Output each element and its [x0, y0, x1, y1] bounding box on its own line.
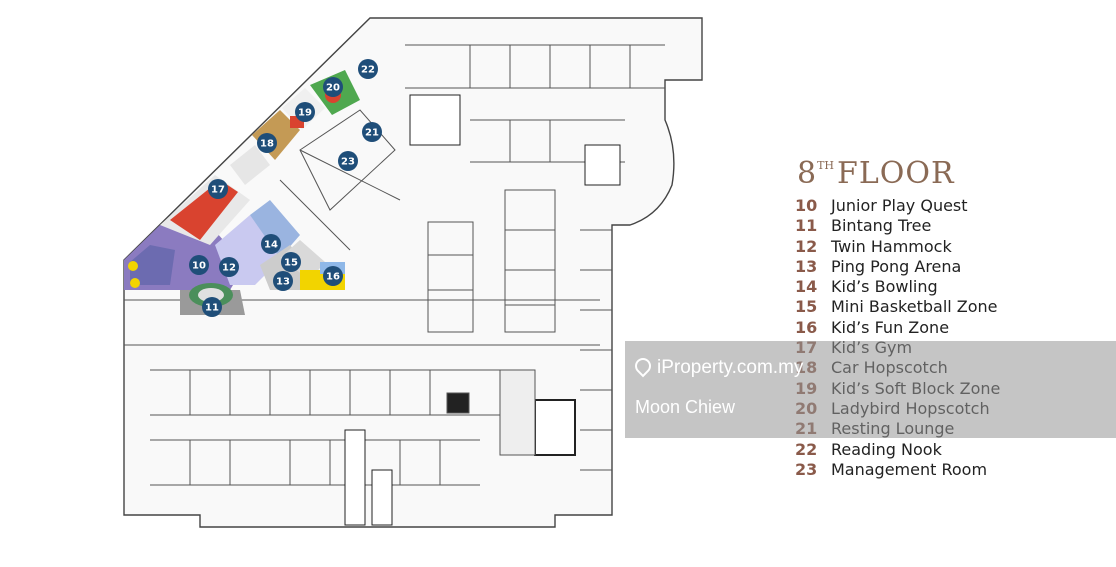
legend-label: Reading Nook: [831, 439, 942, 459]
marker-number: 19: [298, 108, 312, 119]
zone-marker-20: 20: [323, 77, 343, 97]
zone-marker-10: 10: [189, 255, 209, 275]
marker-circle: [338, 151, 358, 171]
legend-label: Management Room: [831, 459, 988, 479]
watermark-agent: Moon Chiew: [635, 397, 736, 417]
marker-circle: [219, 257, 239, 277]
zone-marker-13: 13: [273, 271, 293, 291]
marker-circle: [202, 297, 222, 317]
marker-number: 11: [205, 303, 219, 314]
watermark-logo: iProperty.com.my: [631, 354, 804, 379]
legend-number: 13: [795, 256, 818, 276]
marker-number: 23: [341, 157, 355, 168]
legend-item: 12 Twin Hammock: [795, 237, 1115, 257]
legend-number: 12: [795, 236, 818, 256]
legend-item: 10 Junior Play Quest: [795, 196, 1115, 216]
zone-marker-12: 12: [219, 257, 239, 277]
marker-number: 20: [326, 83, 340, 94]
marker-circle: [323, 266, 343, 286]
marker-number: 18: [260, 139, 274, 150]
marker-circle: [281, 252, 301, 272]
legend-number: 14: [795, 277, 818, 297]
marker-number: 10: [192, 261, 206, 272]
marker-circle: [358, 59, 378, 79]
legend-item: 11 Bintang Tree: [795, 216, 1115, 236]
legend-number: 10: [795, 196, 818, 215]
zone-marker-15: 15: [281, 252, 301, 272]
marker-circle: [261, 234, 281, 254]
legend-item: 23 Management Room: [795, 460, 1115, 480]
zone-marker-17: 17: [208, 179, 228, 199]
watermark-overlay: iProperty.com.my Moon Chiew: [625, 341, 1116, 438]
legend-label: Kid’s Bowling: [831, 277, 938, 297]
legend-number: 11: [795, 216, 818, 236]
legend-number: 22: [795, 439, 818, 459]
zone-marker-11: 11: [202, 297, 222, 317]
marker-number: 17: [211, 185, 225, 196]
legend-item: 13 Ping Pong Arena: [795, 257, 1115, 277]
marker-circle: [323, 77, 343, 97]
legend-number: 16: [795, 317, 818, 337]
marker-circle: [273, 271, 293, 291]
marker-circle: [189, 255, 209, 275]
zone-markers: 22 20 19 21 18 23 17 14 10 12 15 13 16 11: [189, 59, 382, 317]
zone-marker-23: 23: [338, 151, 358, 171]
legend-item: 16 Kid’s Fun Zone: [795, 318, 1115, 338]
legend-label: Ping Pong Arena: [831, 256, 962, 276]
zone-marker-18: 18: [257, 133, 277, 153]
zone-marker-14: 14: [261, 234, 281, 254]
marker-circle: [295, 102, 315, 122]
marker-number: 13: [276, 277, 290, 288]
zone-kids-bowling: [250, 200, 300, 258]
legend-label: Bintang Tree: [831, 216, 932, 236]
location-pin-icon: [631, 354, 655, 378]
marker-circle: [257, 133, 277, 153]
marker-circle: [208, 179, 228, 199]
legend-item: 22 Reading Nook: [795, 440, 1115, 460]
legend-number: 15: [795, 297, 818, 317]
zone-marker-16: 16: [323, 266, 343, 286]
marker-circle: [362, 122, 382, 142]
zone-marker-19: 19: [295, 102, 315, 122]
zone-marker-21: 21: [362, 122, 382, 142]
marker-number: 22: [361, 65, 375, 76]
legend-number: 23: [795, 459, 818, 479]
marker-number: 21: [365, 128, 379, 139]
zone-marker-22: 22: [358, 59, 378, 79]
floor-number: 8: [797, 156, 818, 191]
legend-item: 14 Kid’s Bowling: [795, 277, 1115, 297]
legend-item: 15 Mini Basketball Zone: [795, 297, 1115, 317]
watermark-site: iProperty.com.my: [657, 357, 804, 378]
marker-number: 14: [264, 240, 278, 251]
marker-number: 15: [284, 258, 298, 269]
marker-number: 12: [222, 263, 236, 274]
floor-word: FLOOR: [837, 156, 955, 191]
legend-label: Junior Play Quest: [831, 196, 968, 215]
marker-number: 16: [326, 272, 340, 283]
legend-label: Twin Hammock: [831, 236, 952, 256]
legend-label: Mini Basketball Zone: [831, 297, 998, 317]
floor-ordinal-suffix: TH: [817, 159, 835, 172]
legend-label: Kid’s Fun Zone: [831, 317, 950, 337]
